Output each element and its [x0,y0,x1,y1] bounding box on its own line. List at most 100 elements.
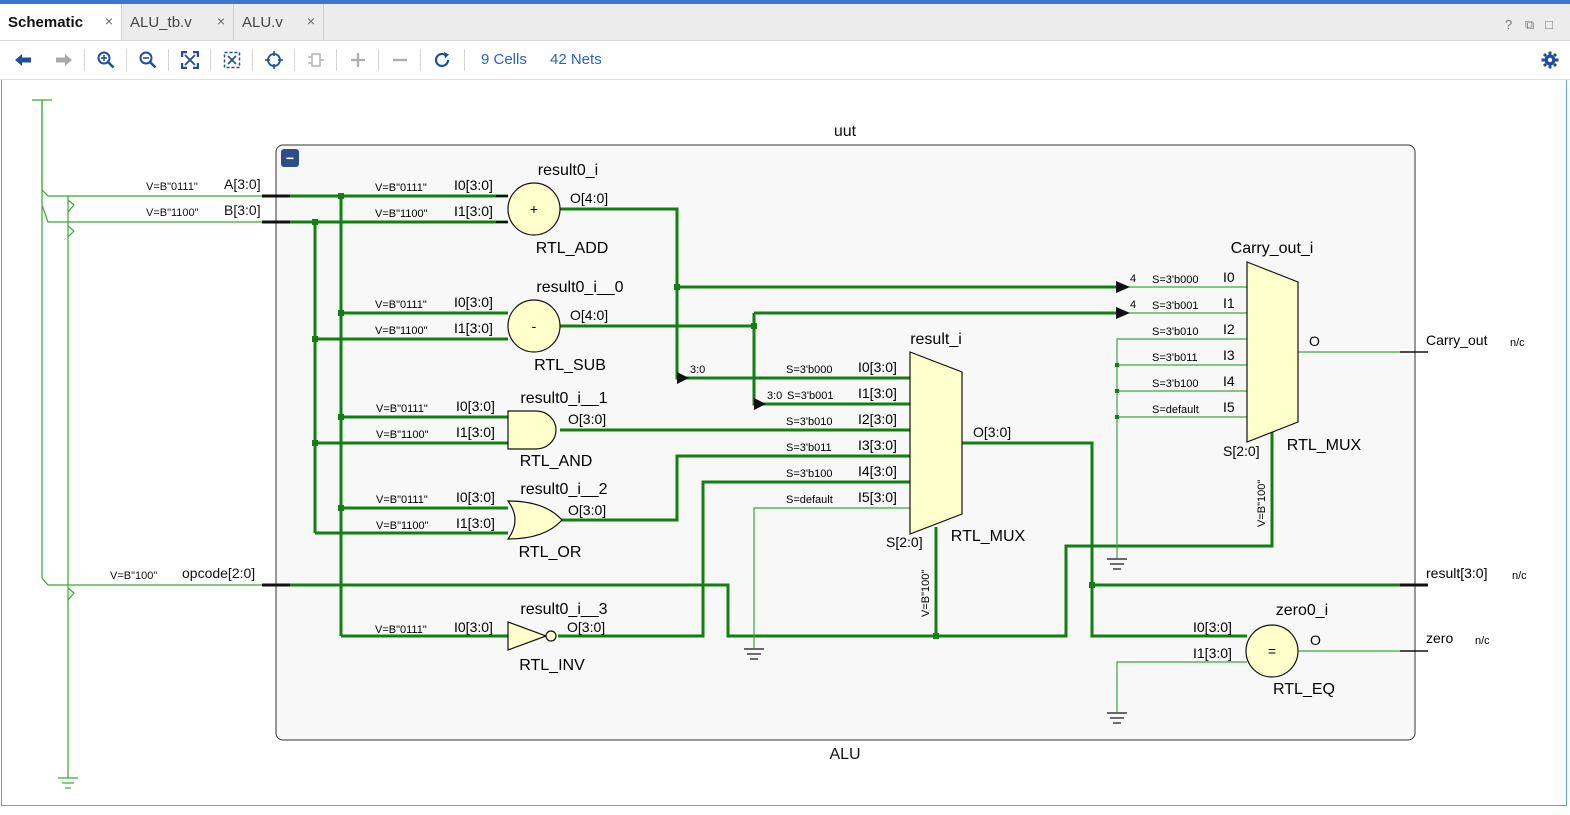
carry-mux-pin-i4: I4 [1223,373,1235,389]
result-mux-pin-i1: I1[3:0] [858,385,897,401]
cell-result0-i-3-inv[interactable] [507,621,557,651]
and-cell-type: RTL_AND [520,453,593,470]
cell-result0-i-2-or[interactable] [506,500,563,540]
result-mux-type: RTL_MUX [951,528,1026,545]
tab-label: Schematic [8,13,84,31]
carry-mux-sel-3: S=3'b011 [1152,352,1198,364]
add-cell-type: RTL_ADD [536,240,609,257]
close-icon[interactable]: × [216,13,225,29]
result-mux-pin-i5: I5[3:0] [858,489,897,505]
tab-label: ALU.v [242,13,283,31]
cell-result0-i-0-sub[interactable]: - [507,299,561,353]
cell-carry-out-i-mux[interactable] [1246,261,1299,443]
expand-icon[interactable] [344,47,372,73]
cells-count-link[interactable]: 9 Cells [481,51,527,68]
carry-mux-selects: S=3'b000 S=3'b001 S=3'b010 S=3'b011 S=3'… [1130,273,1199,416]
sub-const-b: V=B"1100" [375,325,428,337]
port-stubs [262,194,1428,652]
testbench-wires [32,99,262,789]
zoom-in-icon[interactable] [92,47,120,73]
cell-result0-i-1-and[interactable] [507,410,557,450]
result-mux-sel-2: S=3'b010 [786,416,832,428]
add-const-b: V=B"1100" [375,208,428,220]
close-icon[interactable]: × [104,13,113,29]
carry-mux-bit-1: 4 [1130,299,1136,311]
or-pin-i0: I0[3:0] [456,489,495,505]
inv-pin-out: O[3:0] [567,619,605,635]
fit-icon[interactable] [176,47,204,73]
port-carry-out-nc: n/c [1510,337,1525,349]
help-icon[interactable]: ? [1505,17,1513,32]
port-zero-name: zero [1426,630,1453,646]
restore-icon[interactable]: ⧉ [1525,17,1535,32]
result-mux-sel-4: S=3'b100 [786,468,832,480]
inv-cell-type: RTL_INV [519,657,585,674]
cell-result0-i-add[interactable]: + [496,182,561,236]
result-mux-name: result_i [910,331,962,348]
or-const-a: V=B"0111" [376,494,428,506]
autofit-selection-icon[interactable] [260,47,288,73]
result-mux-sel-0: S=3'b000 [786,364,832,376]
collapse-module-button[interactable] [281,149,299,167]
settings-icon[interactable] [1536,47,1564,73]
add-symbol: + [530,201,538,217]
carry-mux-pin-i2: I2 [1223,321,1235,337]
add-const-a: V=B"0111" [375,182,427,194]
back-icon[interactable] [9,47,37,73]
or-pin-out: O[3:0] [568,502,606,518]
net-junctions [312,193,1119,639]
result-mux-sel-5: S=default [786,494,833,506]
result-mux-out: O[3:0] [973,424,1011,440]
close-icon[interactable]: × [306,13,315,29]
result-mux-pins: I0[3:0] I1[3:0] I2[3:0] I3[3:0] I4[3:0] … [858,359,897,505]
port-b-name: B[3:0] [224,202,261,218]
forward-icon[interactable] [50,47,78,73]
nets-count-link[interactable]: 42 Nets [550,51,602,68]
add-cell-name: result0_i [538,162,598,179]
collapse-module-symbol: − [286,150,294,166]
sub-cell-type: RTL_SUB [534,357,606,374]
eq-cell-name: zero0_i [1276,602,1328,619]
carry-mux-sel-5: S=default [1152,404,1199,416]
sub-pin-out: O[4:0] [570,307,608,323]
eq-pin-i0: I0[3:0] [1193,619,1232,635]
cell-zero0-i-eq[interactable]: = [1245,624,1299,678]
and-const-a: V=B"0111" [376,403,428,415]
thin-nets [753,286,1400,712]
zoom-fit-selection-icon[interactable] [218,47,246,73]
port-a-name: A[3:0] [224,176,261,192]
sub-const-a: V=B"0111" [375,299,427,311]
result-mux-pin-i0: I0[3:0] [858,359,897,375]
sub-pin-i1: I1[3:0] [454,320,493,336]
tab-alu-v[interactable]: ALU.v × [234,4,324,40]
collapse-icon[interactable] [386,47,414,73]
ground-icon [744,558,1127,724]
port-result-name: result[3:0] [1426,565,1487,581]
and-pin-i0: I0[3:0] [456,398,495,414]
result-mux-slice-1: 3:0 [767,390,782,402]
tab-label: ALU_tb.v [130,13,192,31]
tab-alu-tb[interactable]: ALU_tb.v × [122,4,234,40]
result-mux-pin-i4: I4[3:0] [858,463,897,479]
tab-schematic[interactable]: Schematic × [0,4,122,40]
carry-mux-sel-2: S=3'b010 [1152,326,1198,338]
maximize-icon[interactable]: □ [1545,17,1553,32]
zoom-out-icon[interactable] [134,47,162,73]
add-pin-i1: I1[3:0] [454,203,493,219]
reload-icon[interactable] [428,47,456,73]
cell-result-i-mux[interactable] [909,351,963,535]
result-mux-pin-i2: I2[3:0] [858,411,897,427]
port-opcode-name: opcode[2:0] [182,565,255,581]
result-mux-sel-value: V=B"100" [920,570,932,617]
result-mux-pin-i3: I3[3:0] [858,437,897,453]
and-cell-name: result0_i__1 [520,390,607,407]
carry-mux-sel-value: V=B"100" [1256,480,1268,527]
eq-cell-type: RTL_EQ [1273,681,1335,698]
port-a-value: V=B"0111" [146,181,198,193]
regenerate-icon[interactable] [302,47,330,73]
carry-mux-bit-0: 4 [1130,273,1136,285]
or-cell-type: RTL_OR [519,544,582,561]
result-mux-slice-0: 3:0 [690,364,705,376]
schematic-canvas[interactable]: uut ALU − V=B"0111" A[3:0] V=B"1100" B[3… [0,80,1570,810]
alu-module-box[interactable] [275,144,1416,741]
